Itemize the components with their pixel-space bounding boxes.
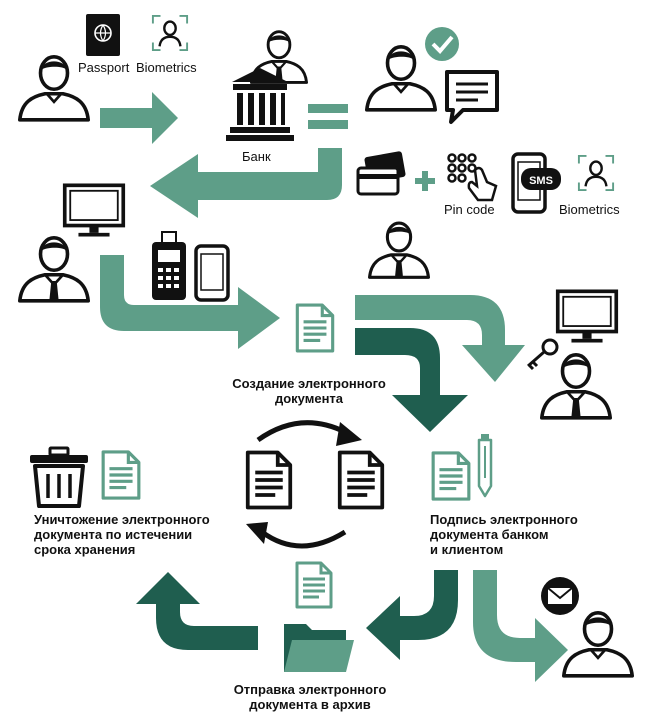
cycle-document-left-icon [245, 450, 293, 510]
phone-icon [511, 152, 561, 214]
caption-destroy-line-2: документа по истечении [34, 527, 193, 542]
biometrics-icon [151, 14, 189, 52]
check-icon [425, 27, 459, 61]
caption-create-document: Создание электронного документа [224, 376, 394, 406]
caption-archive-document: Отправка электронного документа в архив [220, 682, 400, 712]
arrow-sign-to-archive [366, 570, 458, 660]
equals-top [308, 104, 348, 113]
caption-archive-line-2: документа в архив [249, 697, 371, 712]
arrow-create-to-sign [355, 328, 468, 432]
arrow-client-to-document [100, 255, 280, 349]
envelope-icon [541, 577, 579, 615]
employee-top-right-person-icon [368, 221, 430, 280]
sync-arrowhead-bottom [246, 522, 268, 544]
bank-icon [226, 68, 294, 141]
card-icon [356, 151, 406, 196]
passport-icon [86, 14, 120, 56]
client-at-monitor-person-icon [18, 235, 90, 304]
arrow-sign-to-client [473, 570, 568, 682]
employee-with-key-person-icon [540, 352, 612, 421]
caption-archive-line-1: Отправка электронного [233, 682, 387, 697]
arrow-person-to-bank [100, 92, 178, 144]
bank-label: Банк [242, 149, 271, 164]
plus-icon [415, 171, 435, 191]
pen-icon [477, 434, 493, 498]
caption-destroy-document: Уничтожение электронного документа по ис… [34, 512, 234, 557]
pos-terminal-icon [152, 231, 186, 300]
caption-create-line-2: документа [274, 391, 344, 406]
pin-code-label: Pin code [444, 202, 495, 217]
chat-icon [445, 70, 499, 124]
caption-sign-document: Подпись электронного документа банком и … [430, 512, 620, 557]
caption-destroy-line-1: Уничтожение электронного [34, 512, 210, 527]
created-document-icon [295, 303, 335, 353]
archive-document-icon [295, 561, 333, 609]
client-monitor-icon [62, 183, 126, 238]
biometrics-top-label: Biometrics [136, 60, 197, 75]
caption-destroy-line-3: срока хранения [34, 542, 136, 557]
caption-sign-line-2: документа банком [430, 527, 549, 542]
employee-monitor-icon [555, 289, 619, 344]
caption-sign-line-1: Подпись электронного [430, 512, 578, 527]
smartphone-icon [194, 244, 230, 302]
biometrics-right-icon [577, 154, 615, 192]
sms-label: SMS [529, 175, 553, 187]
arrow-employee-to-monitor [355, 295, 525, 382]
sync-arrowhead-top [336, 422, 362, 446]
folder-icon [284, 624, 354, 672]
equals-bottom [308, 120, 348, 129]
key-icon [527, 338, 559, 371]
biometrics-right-label: Biometrics [559, 202, 620, 217]
arrow-return-to-client [150, 148, 342, 218]
trash-icon [30, 446, 88, 508]
signed-document-icon [431, 451, 471, 501]
sync-arrows-icon [256, 420, 347, 549]
caption-create-line-1: Создание электронного [232, 376, 386, 391]
arrow-archive-to-destroy [136, 572, 258, 650]
client-email-person-icon [562, 610, 634, 678]
caption-sign-line-3: и клиентом [430, 542, 504, 557]
pin-keypad-icon [447, 153, 498, 202]
cycle-document-right-icon [337, 450, 385, 510]
approved-person-icon [365, 44, 437, 112]
passport-label: Passport [78, 60, 130, 75]
destroy-document-icon [101, 450, 141, 500]
